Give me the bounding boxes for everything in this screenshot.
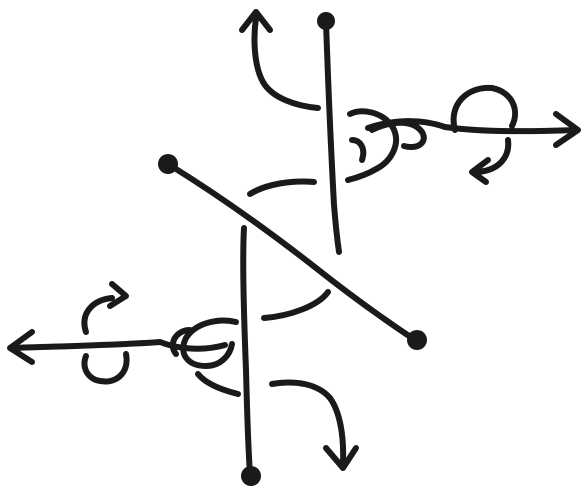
upper-crossing-dash <box>250 182 314 195</box>
lower-vertical-endpoint-dot <box>241 466 261 486</box>
left-horizontal-line <box>12 342 225 349</box>
upper-vertical-endpoint-dot <box>317 12 335 30</box>
upper-right-crossing-dash <box>352 140 363 160</box>
upper-vertical-strand-line <box>326 22 339 252</box>
upper-right-rotation <box>454 88 515 182</box>
diagonal-end-dot <box>407 330 427 350</box>
upper-vertical-strand <box>317 12 339 252</box>
lower-crossing-dash <box>264 292 328 318</box>
lower-left-rotation <box>84 284 126 382</box>
diagonal-start-dot <box>158 154 178 174</box>
right-horizontal-arrow <box>348 111 578 180</box>
bottom-right-arrow-arc <box>272 383 356 468</box>
top-left-arrow-arc <box>242 12 318 108</box>
top-left-arc <box>254 18 318 108</box>
bottom-right-arc <box>272 383 343 462</box>
lower-vertical-strand-line <box>243 228 250 474</box>
lower-left-rotation-arc-bottom <box>84 354 126 382</box>
lower-vertical-strand <box>241 228 261 486</box>
upper-right-rotation-arc-top <box>454 88 515 130</box>
lower-left-rotation-arc-top <box>84 298 112 332</box>
left-loop-tail <box>198 374 238 394</box>
lower-left-rotation-arrowhead <box>110 284 126 306</box>
